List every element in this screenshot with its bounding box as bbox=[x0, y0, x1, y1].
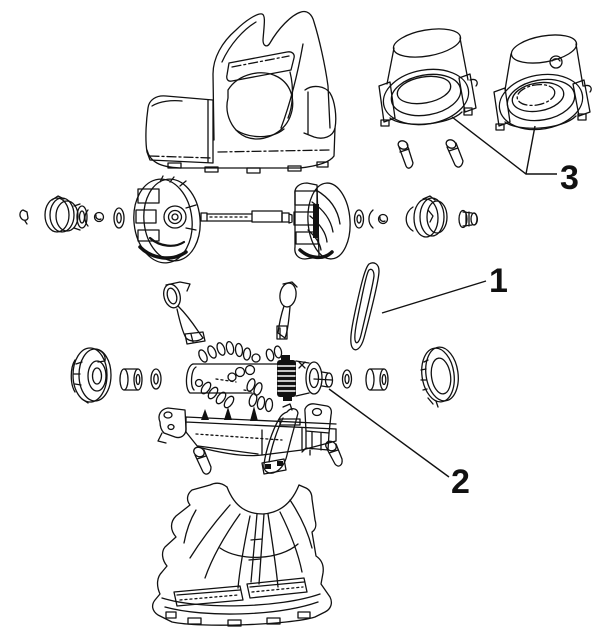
wheel-hub-left-icon bbox=[44, 195, 88, 233]
turbine-wheel-right-icon bbox=[293, 182, 351, 260]
c-clip-left-icon bbox=[84, 209, 105, 227]
callout-3-label: 3 bbox=[560, 159, 579, 197]
callout-1: 1 bbox=[381, 262, 508, 314]
brush-roll-row bbox=[70, 340, 459, 413]
callout-1-label: 1 bbox=[489, 262, 508, 300]
bottom-plate-assembly-icon bbox=[157, 403, 343, 475]
callout-3-leader bbox=[451, 116, 557, 175]
callout-1-leader bbox=[381, 280, 487, 314]
small-screw-icon bbox=[19, 209, 29, 225]
bushing-left-icon bbox=[119, 368, 143, 391]
belt-guard-bracket-icon bbox=[261, 403, 299, 475]
turbine-wheel-left-icon bbox=[133, 175, 201, 264]
c-clip-right-icon bbox=[368, 209, 389, 229]
washer-right-icon bbox=[353, 209, 365, 229]
callout-2-label: 2 bbox=[451, 463, 470, 501]
washer-left-icon bbox=[150, 368, 162, 390]
base-housing-icon bbox=[151, 482, 332, 627]
upper-housing-icon bbox=[145, 10, 337, 174]
washer-right-small-icon bbox=[341, 369, 353, 389]
swivel-elbow-right-icon bbox=[493, 34, 592, 131]
brush-gear-icon bbox=[277, 355, 296, 401]
wheel-hub-right-icon bbox=[405, 195, 448, 238]
end-cap-left-icon bbox=[70, 347, 112, 404]
drive-belt-icon bbox=[350, 262, 380, 351]
agitator-brush-roll-icon bbox=[185, 340, 334, 413]
axle-shaft-icon bbox=[200, 210, 293, 224]
callout-2-leader bbox=[328, 388, 450, 478]
elbow-screws-icon bbox=[397, 139, 464, 169]
axle-row bbox=[19, 175, 479, 264]
swivel-elbow-left-icon bbox=[378, 28, 478, 127]
plate-screw-left-icon bbox=[193, 446, 212, 475]
callout-3: 3 bbox=[451, 116, 579, 197]
spacer-ring-left-icon bbox=[113, 207, 125, 229]
brush-support-right-icon bbox=[276, 281, 298, 340]
bearing-ring-right-icon bbox=[420, 346, 459, 408]
brush-support-left-icon bbox=[163, 281, 206, 345]
bushing-right-icon bbox=[365, 368, 389, 391]
axle-screw-right-icon bbox=[458, 209, 479, 229]
plate-screw-right-icon bbox=[325, 440, 343, 467]
callout-2: 2 bbox=[328, 388, 470, 501]
latch-plate-icon bbox=[301, 403, 333, 456]
